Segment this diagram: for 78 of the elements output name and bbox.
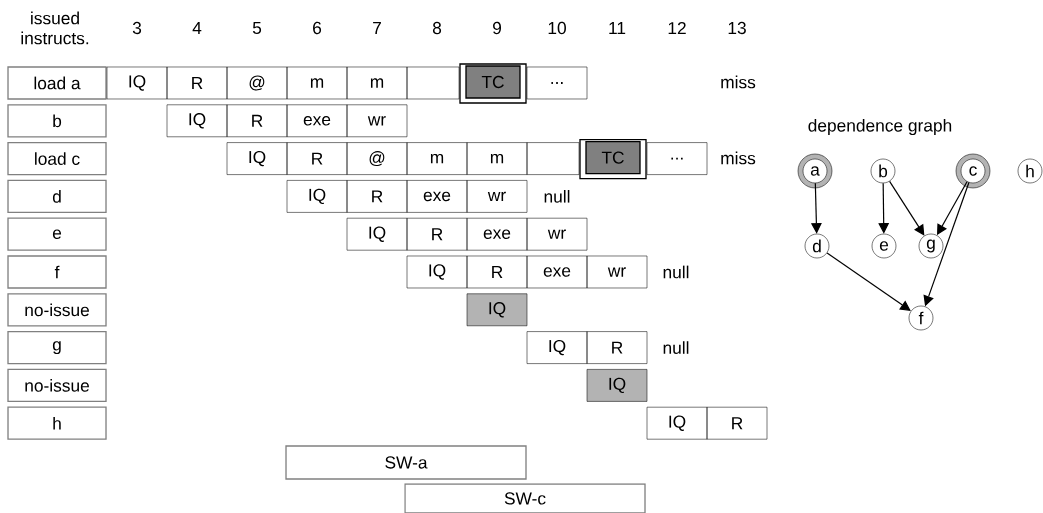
stage-cell: IQ [406,255,468,289]
note-text: miss [721,151,756,165]
cycle-number: 10 [548,21,566,35]
instruction-box: g [7,330,107,365]
stage-cell: wr [586,255,648,289]
stage-cell: IQ [226,142,288,175]
instruction-box: no-issue [7,293,107,327]
stage-cell: IQ [286,180,348,213]
framed-cell: TC [579,138,647,180]
cycle-number: 9 [493,21,501,35]
stage-cell: IQ [646,406,708,440]
cycle-number: 12 [668,21,686,35]
graph-node: d [804,233,830,259]
note-text: null [544,190,570,203]
stage-cell: exe [406,180,468,213]
stage-cell: @ [226,66,288,100]
stage-cell: R [586,331,648,364]
stage-cell: IQ [346,217,408,251]
instruction-box: load a [7,66,107,100]
arrow [889,180,925,236]
window-box: SW-a [285,445,527,480]
cycle-number: 4 [192,22,202,34]
shaded-cell: IQ [466,293,528,327]
empty-cell [406,66,460,100]
stage-cell: m [406,142,468,175]
stage-cell: wr [466,180,528,213]
stage-cell: exe [286,104,348,138]
stage-cell: R [346,180,408,213]
stage-cell: R [406,217,468,251]
note-text: null [663,341,689,354]
stage-cell: IQ [166,104,228,138]
stage-cell: R [706,406,768,440]
arrow [826,252,911,311]
cycle-number: 7 [373,22,381,34]
double-graph-node: c [955,153,991,189]
window-box: SW-c [404,483,646,513]
stage-cell: exe [526,255,588,289]
note-text: null [663,265,689,279]
graph-title: dependence graph [808,118,952,136]
graph-node: h [1017,158,1043,184]
cycle-number: 8 [432,21,442,35]
stage-cell: exe [466,217,528,251]
stage-cell: wr [346,104,408,138]
instruction-box: load c [7,141,107,176]
shaded-cell: IQ [586,369,648,402]
instruction-box: no-issue [7,368,107,403]
instruction-box: h [7,406,107,440]
stage-cell: m [286,66,348,100]
graph-node: e [871,233,897,259]
instruction-box: b [7,104,107,138]
framed-cell: TC [459,63,527,104]
stage-cell: IQ [526,331,588,364]
column-header: issued instructs. [21,11,89,45]
stage-cell: @ [346,142,408,175]
instruction-box: e [7,217,107,251]
stage-cell: m [346,66,408,100]
empty-cell [526,142,580,175]
cycle-number: 5 [252,21,262,35]
cycle-number: 3 [132,21,142,35]
stage-cell: ... [526,66,588,100]
instruction-box: f [7,255,107,289]
cycle-number: 11 [609,22,626,34]
stage-cell: ... [646,142,708,175]
graph-node: b [870,158,896,184]
graph-node: f [908,305,934,331]
stage-cell: R [466,255,528,289]
cycle-number: 13 [728,21,746,35]
stage-cell: R [166,66,228,100]
stage-cell: m [466,142,528,175]
stage-cell: R [286,142,348,175]
stage-cell: IQ [106,66,168,100]
double-graph-node: a [797,153,833,189]
cycle-number: 6 [313,21,322,35]
instruction-box: d [7,179,107,214]
stage-cell: wr [526,217,588,251]
note-text: miss [721,75,756,89]
graph-node: g [918,233,944,259]
stage-cell: R [226,104,288,138]
